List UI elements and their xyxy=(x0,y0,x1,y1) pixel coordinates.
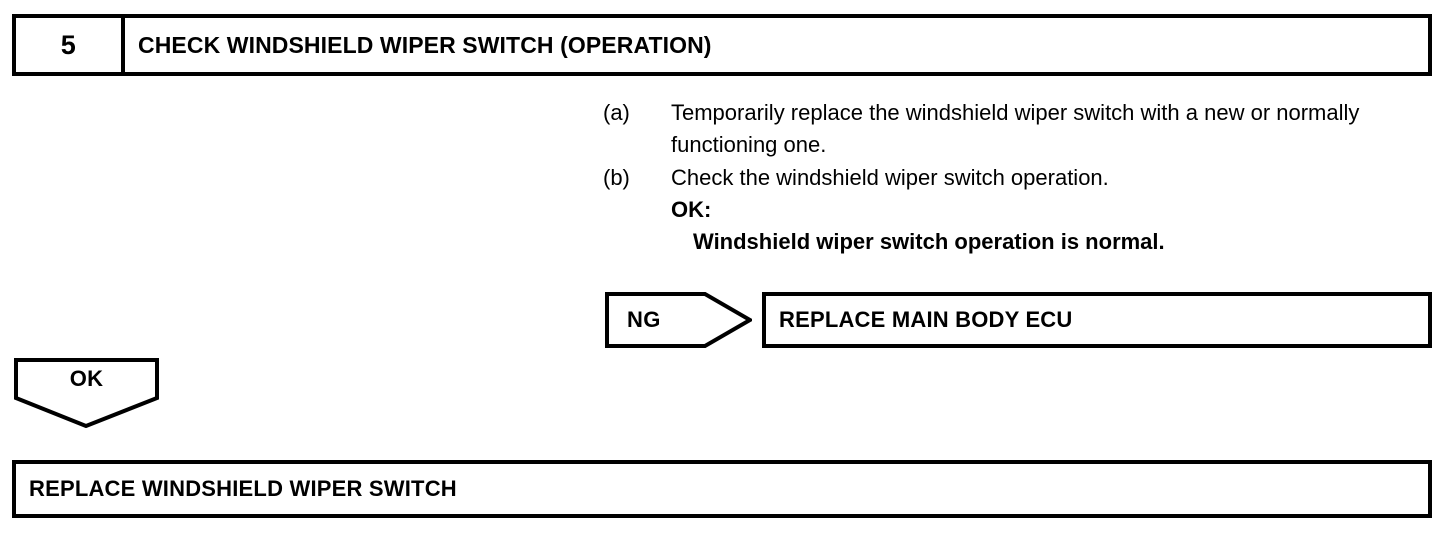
procedure-item-b: (b) Check the windshield wiper switch op… xyxy=(603,162,1433,258)
procedure-item-a-body: Temporarily replace the windshield wiper… xyxy=(671,97,1433,161)
ok-arrow-shape xyxy=(14,358,159,428)
procedure-item-a-label: (a) xyxy=(603,100,630,125)
ok-result-text: REPLACE WINDSHIELD WIPER SWITCH xyxy=(29,476,457,501)
step-number: 5 xyxy=(60,29,77,60)
procedure-item-a-text: Temporarily replace the windshield wiper… xyxy=(671,100,1360,157)
step-title-cell: CHECK WINDSHIELD WIPER SWITCH (OPERATION… xyxy=(125,18,1428,72)
step-header-box: 5 CHECK WINDSHIELD WIPER SWITCH (OPERATI… xyxy=(12,14,1432,76)
procedure-list: (a) Temporarily replace the windshield w… xyxy=(603,97,1433,259)
ok-result-box: REPLACE WINDSHIELD WIPER SWITCH xyxy=(12,460,1432,518)
step-title: CHECK WINDSHIELD WIPER SWITCH (OPERATION… xyxy=(138,31,712,58)
ng-branch-row: NG REPLACE MAIN BODY ECU xyxy=(605,292,1432,348)
ok-arrow-label: OK xyxy=(69,366,104,391)
step-number-cell: 5 xyxy=(16,18,125,72)
procedure-item-b-text: Check the windshield wiper switch operat… xyxy=(671,165,1109,190)
ng-arrow-label: NG xyxy=(627,307,661,332)
procedure-item-b-label: (b) xyxy=(603,165,630,190)
ok-criteria-heading: OK: xyxy=(671,197,712,222)
ng-result-text: REPLACE MAIN BODY ECU xyxy=(779,307,1073,332)
ng-result-box: REPLACE MAIN BODY ECU xyxy=(762,292,1432,348)
ok-criteria-detail: Windshield wiper switch operation is nor… xyxy=(693,229,1165,254)
procedure-item-b-body: Check the windshield wiper switch operat… xyxy=(671,162,1433,258)
procedure-item-a: (a) Temporarily replace the windshield w… xyxy=(603,97,1433,161)
ng-arrow-shape xyxy=(605,292,752,348)
